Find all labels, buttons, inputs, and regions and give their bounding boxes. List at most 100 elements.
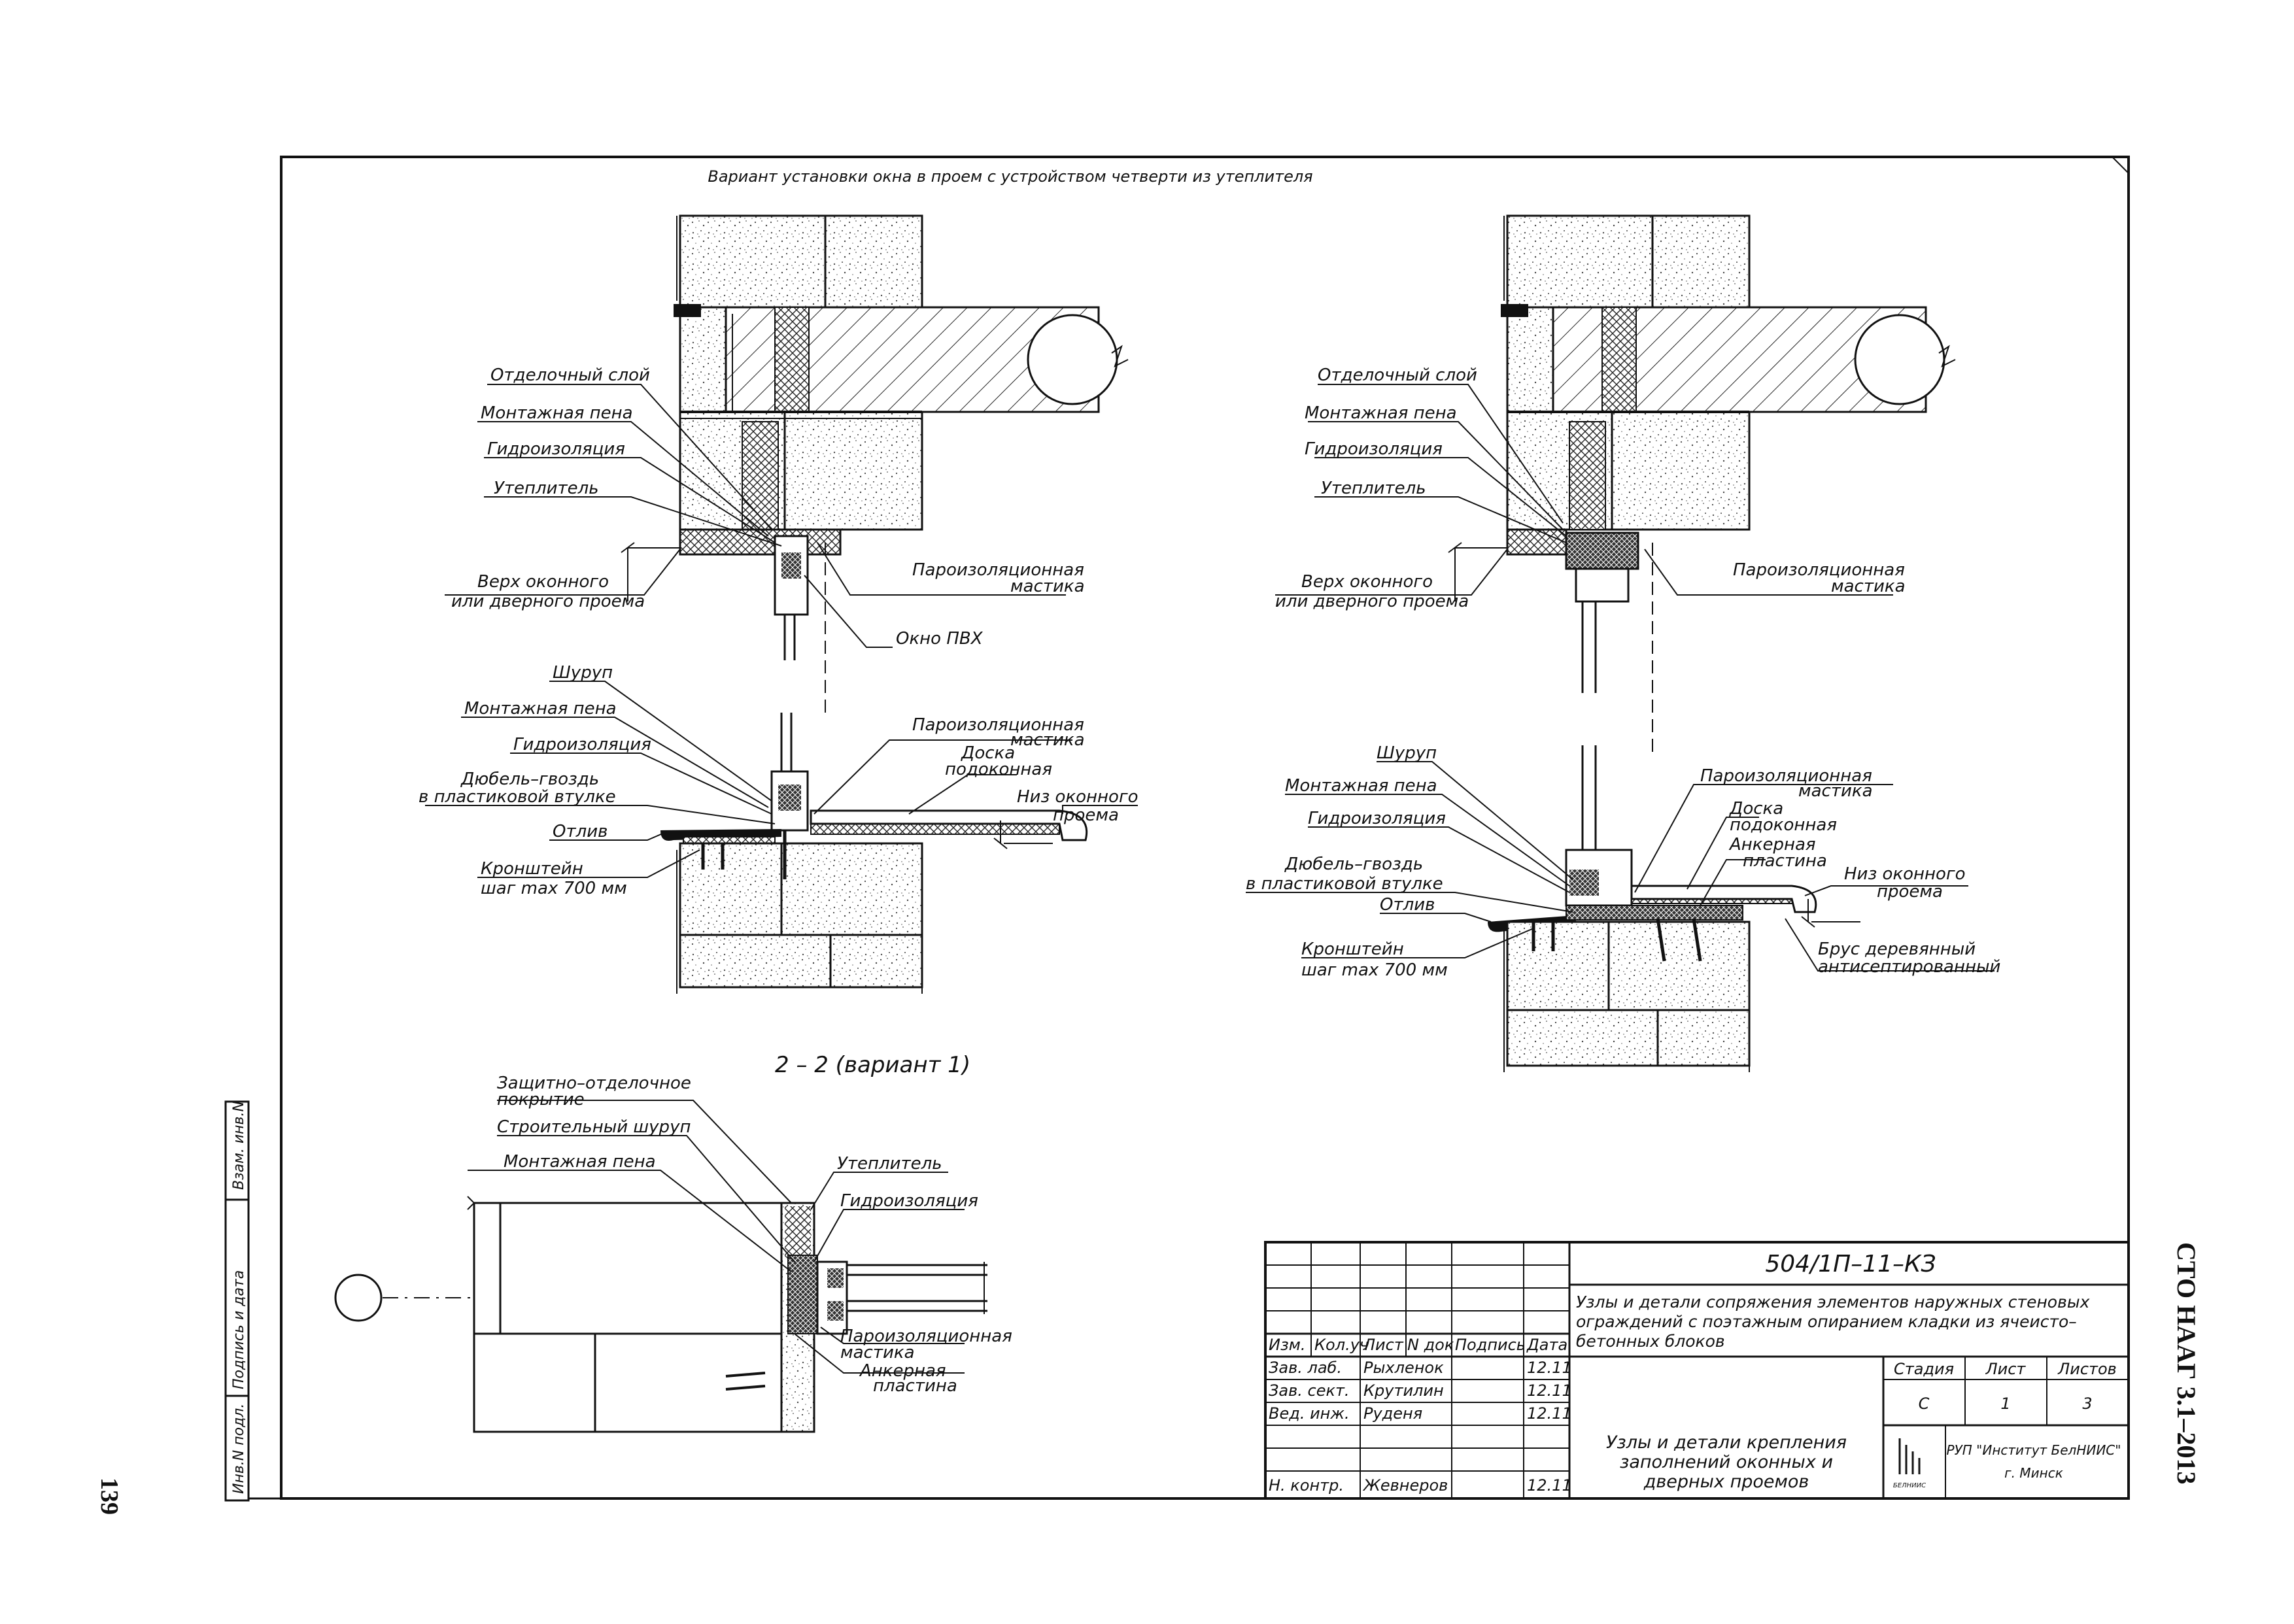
svg-text:Руденя: Руденя (1363, 1404, 1422, 1423)
svg-text:антисептированный: антисептированный (1818, 957, 2000, 977)
svg-text:шаг max 700 мм: шаг max 700 мм (1301, 960, 1448, 980)
svg-text:N док: N док (1407, 1336, 1454, 1354)
svg-text:Пароизоляционная: Пароизоляционная (1700, 766, 1872, 786)
svg-text:Утеплитель: Утеплитель (837, 1154, 942, 1174)
svg-text:РУП "Институт БелНИИС": РУП "Институт БелНИИС" (1947, 1442, 2121, 1458)
svg-text:Отделочный слой: Отделочный слой (490, 365, 650, 385)
svg-text:Верх оконного: Верх оконного (477, 572, 609, 592)
svg-text:Монтажная пена: Монтажная пена (504, 1152, 656, 1172)
svg-text:Шуруп: Шуруп (553, 663, 613, 683)
svg-text:в пластиковой втулке: в пластиковой втулке (419, 787, 616, 807)
svg-text:пластина: пластина (873, 1376, 957, 1396)
detail-bottom-left (660, 713, 1088, 994)
leaders-top-left (445, 384, 1066, 648)
leaders-bottom-right (1246, 761, 1994, 972)
svg-text:г. Минск: г. Минск (2004, 1465, 2063, 1481)
svg-text:Листов: Листов (2057, 1360, 2117, 1378)
svg-text:Низ оконного: Низ оконного (1017, 787, 1138, 807)
org-logo-icon: БЕЛНИИС (1893, 1438, 1926, 1489)
svg-text:Гидроизоляция: Гидроизоляция (1308, 809, 1446, 828)
title-block (1264, 1241, 2130, 1500)
svg-text:12.11: 12.11 (1527, 1476, 1572, 1495)
svg-text:Монтажная пена: Монтажная пена (464, 699, 617, 719)
svg-text:Монтажная пена: Монтажная пена (1285, 776, 1437, 796)
page-title: Вариант установки окна в проем с устройс… (708, 167, 1312, 186)
svg-text:Взам. инв.N: Взам. инв.N (231, 1101, 247, 1190)
svg-text:Зав. лаб.: Зав. лаб. (1269, 1359, 1342, 1377)
svg-text:Узлы и детали крепления: Узлы и детали крепления (1606, 1432, 1847, 1453)
svg-text:Доска: Доска (961, 743, 1015, 763)
svg-text:Утеплитель: Утеплитель (494, 479, 599, 498)
svg-text:Изм.: Изм. (1269, 1336, 1305, 1354)
svg-text:Лист: Лист (1363, 1336, 1404, 1354)
svg-text:мастика: мастика (1010, 577, 1085, 596)
svg-text:Отделочный слой: Отделочный слой (1318, 365, 1477, 385)
svg-text:Инв.N подл.: Инв.N подл. (231, 1404, 247, 1494)
svg-text:Подпись и дата: Подпись и дата (231, 1270, 247, 1389)
svg-text:1: 1 (2000, 1395, 2010, 1413)
svg-text:Пароизоляционная: Пароизоляционная (912, 715, 1084, 735)
svg-text:Гидроизоляция: Гидроизоляция (513, 735, 651, 754)
svg-text:3: 3 (2082, 1395, 2092, 1413)
svg-text:Доска: Доска (1729, 799, 1783, 819)
svg-text:Брус деревянный: Брус деревянный (1818, 939, 1976, 959)
detail-bottom-right (1488, 745, 1860, 1072)
svg-text:дверных проемов: дверных проемов (1643, 1472, 1809, 1492)
svg-text:Лист: Лист (1985, 1360, 2027, 1378)
labels-bottom-left: Шуруп Монтажная пена Гидроизоляция Дюбел… (419, 663, 1138, 898)
svg-text:Низ оконного: Низ оконного (1844, 864, 1966, 884)
svg-text:Монтажная пена: Монтажная пена (481, 403, 633, 423)
hollow-core-icon (1027, 314, 1118, 405)
svg-text:Гидроизоляция: Гидроизоляция (1305, 439, 1443, 459)
svg-text:Крутилин: Крутилин (1363, 1381, 1444, 1400)
standard-code: СТО НААГ 3.1–2013 (2172, 1242, 2201, 1485)
svg-text:Кол.уч: Кол.уч (1314, 1336, 1369, 1354)
section-label: 2 – 2 (вариант 1) (775, 1052, 970, 1078)
svg-text:мастика: мастика (840, 1343, 915, 1362)
svg-text:Стадия: Стадия (1894, 1360, 1954, 1378)
labels-top-right: Отделочный слой Монтажная пена Гидроизол… (1275, 365, 1906, 611)
svg-text:Вед. инж.: Вед. инж. (1269, 1404, 1350, 1423)
title-block-text: 504/1П–11–КЗ Узлы и детали сопряжения эл… (1269, 1251, 2121, 1495)
svg-text:Дюбель–гвоздь: Дюбель–гвоздь (460, 770, 599, 789)
svg-text:Пароизоляционная: Пароизоляционная (840, 1327, 1012, 1346)
axis-marker-icon (334, 1274, 383, 1322)
svg-text:Защитно–отделочное: Защитно–отделочное (497, 1074, 691, 1093)
svg-text:в пластиковой втулке: в пластиковой втулке (1246, 874, 1443, 894)
svg-text:12.11: 12.11 (1527, 1404, 1572, 1423)
svg-text:Верх оконного: Верх оконного (1301, 572, 1433, 592)
leaders-section (468, 1100, 965, 1374)
svg-text:Отлив: Отлив (1380, 895, 1435, 915)
svg-text:Строительный шуруп: Строительный шуруп (497, 1117, 691, 1137)
svg-text:Кронштейн: Кронштейн (481, 859, 583, 879)
svg-text:Пароизоляционная: Пароизоляционная (912, 560, 1084, 580)
detail-section (334, 1196, 987, 1433)
side-stamp: Взам. инв.N Подпись и дата Инв.N подл. (224, 1100, 281, 1502)
detail-top-left (621, 214, 1129, 713)
leaders-top-right (1275, 384, 1893, 596)
svg-text:подоконная: подоконная (1730, 815, 1837, 835)
page-number: 139 (95, 1478, 123, 1515)
svg-text:или дверного проема: или дверного проема (451, 592, 645, 611)
detail-top-right (1448, 214, 1956, 752)
svg-text:Дата: Дата (1526, 1336, 1567, 1354)
svg-text:Узлы и детали сопряжения элеме: Узлы и детали сопряжения элементов наруж… (1576, 1293, 2090, 1311)
svg-text:Зав. сект.: Зав. сект. (1269, 1381, 1350, 1400)
svg-text:подоконная: подоконная (945, 760, 1052, 779)
labels-top-left: Отделочный слой Монтажная пена Гидроизол… (451, 365, 1085, 649)
svg-text:Отлив: Отлив (553, 822, 608, 841)
svg-text:покрытие: покрытие (497, 1090, 585, 1109)
drawing-code: 504/1П–11–КЗ (1765, 1251, 1936, 1277)
svg-text:Утеплитель: Утеплитель (1321, 479, 1426, 498)
svg-text:шаг max 700 мм: шаг max 700 мм (481, 879, 627, 898)
svg-text:С: С (1919, 1395, 1930, 1413)
svg-text:Дюбель–гвоздь: Дюбель–гвоздь (1284, 854, 1423, 874)
svg-text:Кронштейн: Кронштейн (1301, 939, 1404, 959)
svg-text:мастика: мастика (1010, 730, 1085, 750)
svg-text:Окно ПВХ: Окно ПВХ (896, 629, 984, 649)
svg-text:пластина: пластина (1743, 851, 1827, 871)
svg-text:Жевнеров: Жевнеров (1362, 1476, 1448, 1495)
svg-text:или дверного проема: или дверного проема (1275, 592, 1469, 611)
svg-text:Анкерная: Анкерная (859, 1361, 946, 1381)
